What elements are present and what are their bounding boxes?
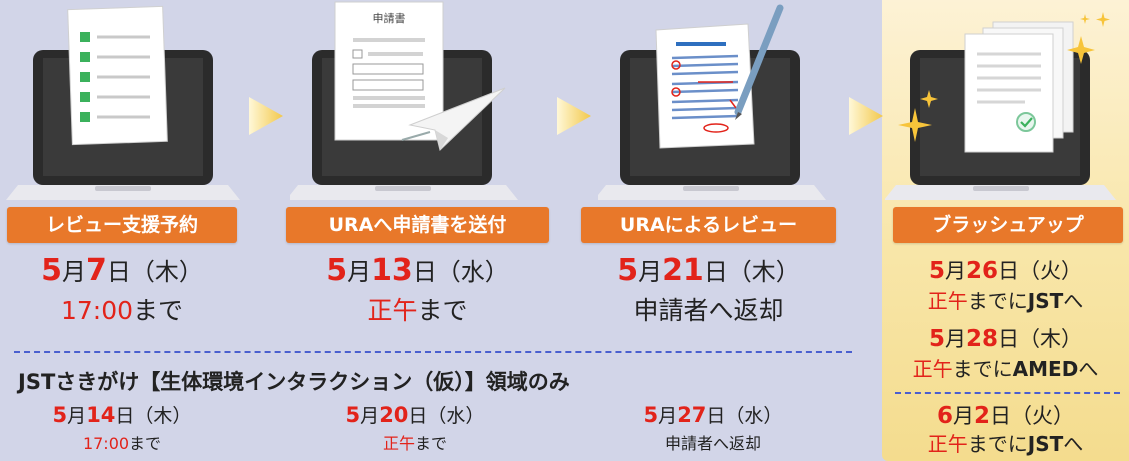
brushup-date-3: 6月2日（火）	[936, 403, 1075, 429]
sakigake-deadline-1: 17:00まで	[82, 434, 162, 453]
laptop-review-illustration	[598, 4, 826, 200]
brushup-date-2: 5月28日（木）	[928, 326, 1083, 352]
laptop-send-document-illustration: 申請書	[290, 1, 518, 200]
document-heading: 申請書	[373, 11, 406, 25]
step3-deadline: 申請者へ返却	[633, 296, 784, 325]
step-badge-ura-review: URAによるレビュー	[581, 207, 836, 243]
arrow-right-icon	[849, 97, 883, 135]
laptop-brushup-illustration	[885, 12, 1116, 200]
sakigake-divider	[14, 351, 852, 353]
arrow-right-icon	[249, 97, 283, 135]
brushup-divider	[895, 392, 1120, 394]
step1-deadline: 17:00まで	[60, 296, 184, 325]
brushup-date-1: 5月26日（火）	[928, 258, 1083, 284]
sakigake-date-3: 5月27日（水）	[643, 403, 783, 427]
step2-deadline: 正午まで	[367, 296, 468, 325]
brushup-deadline-2: 正午までにAMEDへ	[912, 357, 1099, 381]
sakigake-deadline-3: 申請者へ返却	[664, 434, 761, 453]
step-badge-send-application: URAへ申請書を送付	[286, 207, 549, 243]
sakigake-title: JSTさきがけ【生体環境インタラクション（仮）】領域のみ	[18, 370, 570, 394]
step3-date: 5月21日（木）	[617, 253, 800, 288]
sakigake-date-2: 5月20日（水）	[345, 403, 485, 427]
brushup-deadline-1: 正午までにJSTへ	[927, 289, 1084, 313]
sakigake-deadline-2: 正午まで	[382, 434, 448, 453]
laptop-checklist-illustration	[6, 5, 240, 200]
step-badge-brushup: ブラッシュアップ	[893, 207, 1123, 243]
step1-date: 5月7日（木）	[41, 253, 203, 288]
step-badge-review-reservation: レビュー支援予約	[7, 207, 237, 243]
arrow-right-icon	[557, 97, 591, 135]
step2-date: 5月13日（水）	[326, 253, 509, 288]
sakigake-date-1: 5月14日（木）	[52, 403, 192, 427]
brushup-deadline-3: 正午までにJSTへ	[927, 432, 1084, 456]
